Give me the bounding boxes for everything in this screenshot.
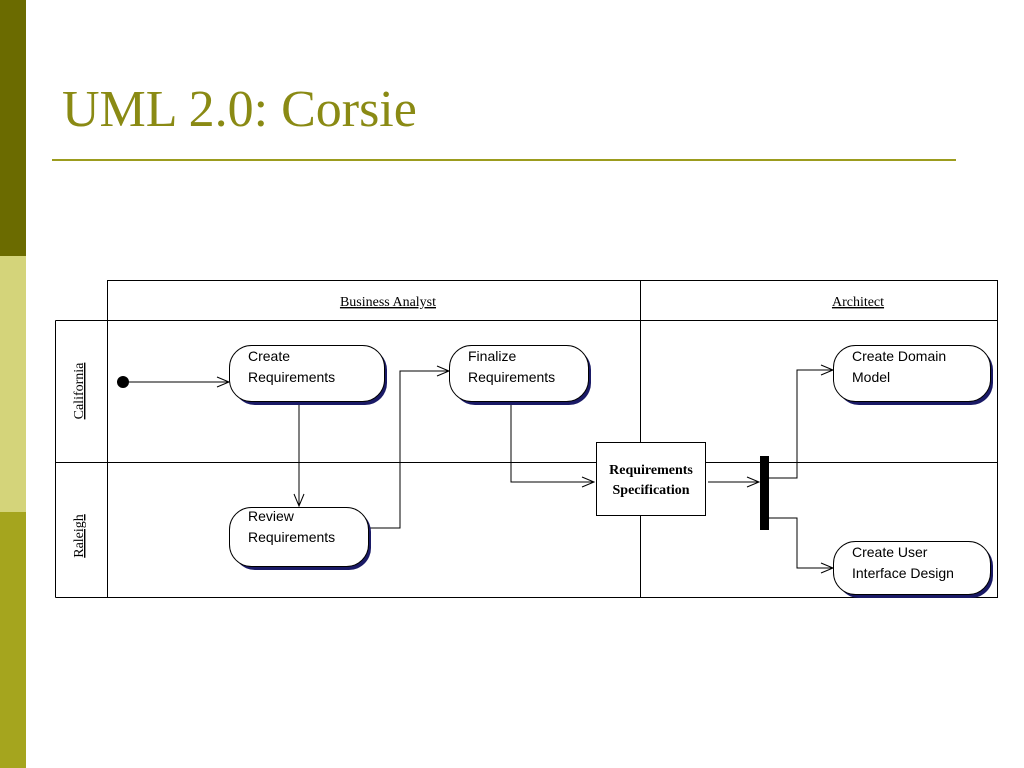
sidebar-segment-dark xyxy=(0,0,26,256)
activity-finalize-requirements: Finalize Requirements xyxy=(449,345,591,405)
activity-review-requirements: Review Requirements xyxy=(229,507,371,570)
activity-create-domain-model: Create Domain Model xyxy=(833,345,993,405)
activity-create-ui-design: Create User Interface Design xyxy=(833,541,993,598)
title-underline xyxy=(52,159,956,161)
activity-label-line-1: Create Domain xyxy=(852,348,946,364)
sidebar-segment-light xyxy=(0,256,26,512)
partition-frame xyxy=(107,280,998,598)
activity-label-line-1: Review xyxy=(248,508,295,524)
activity-label-line-2: Interface Design xyxy=(852,565,954,581)
activity-label-line-2: Requirements xyxy=(248,529,335,545)
initial-node xyxy=(117,376,129,388)
swimlane-grid xyxy=(55,280,998,598)
object-node-line-1: Requirements xyxy=(609,463,693,478)
activity-label-line-1: Finalize xyxy=(468,348,516,364)
slide-sidebar xyxy=(0,0,26,768)
partition-label-architect: Architect xyxy=(832,295,884,310)
activity-label-line-1: Create xyxy=(248,348,290,364)
fork-bar xyxy=(760,456,769,530)
flow-fork-to-ui xyxy=(769,517,833,568)
flow-review-to-finalize xyxy=(369,371,449,529)
object-node-requirements-spec xyxy=(596,442,706,516)
flow-finalize-to-spec xyxy=(510,402,594,482)
diagram-canvas: Business Analyst Architect California Ra… xyxy=(55,280,998,598)
sidebar-segment-mid xyxy=(0,512,26,768)
activity-label-line-1: Create User xyxy=(852,544,928,560)
uml-activity-diagram: Business Analyst Architect California Ra… xyxy=(55,278,1000,600)
activity-create-requirements: Create Requirements xyxy=(229,345,387,405)
object-node-line-2: Specification xyxy=(613,483,690,498)
activity-label-line-2: Requirements xyxy=(248,369,335,385)
partition-label-raleigh: Raleigh xyxy=(72,514,87,558)
partition-label-california: California xyxy=(72,362,87,420)
partition-label-business-analyst: Business Analyst xyxy=(340,295,436,310)
activity-label-line-2: Requirements xyxy=(468,369,555,385)
activity-label-line-2: Model xyxy=(852,369,890,385)
flow-fork-to-domain xyxy=(769,370,833,479)
slide-title: UML 2.0: Corsie xyxy=(62,81,417,138)
